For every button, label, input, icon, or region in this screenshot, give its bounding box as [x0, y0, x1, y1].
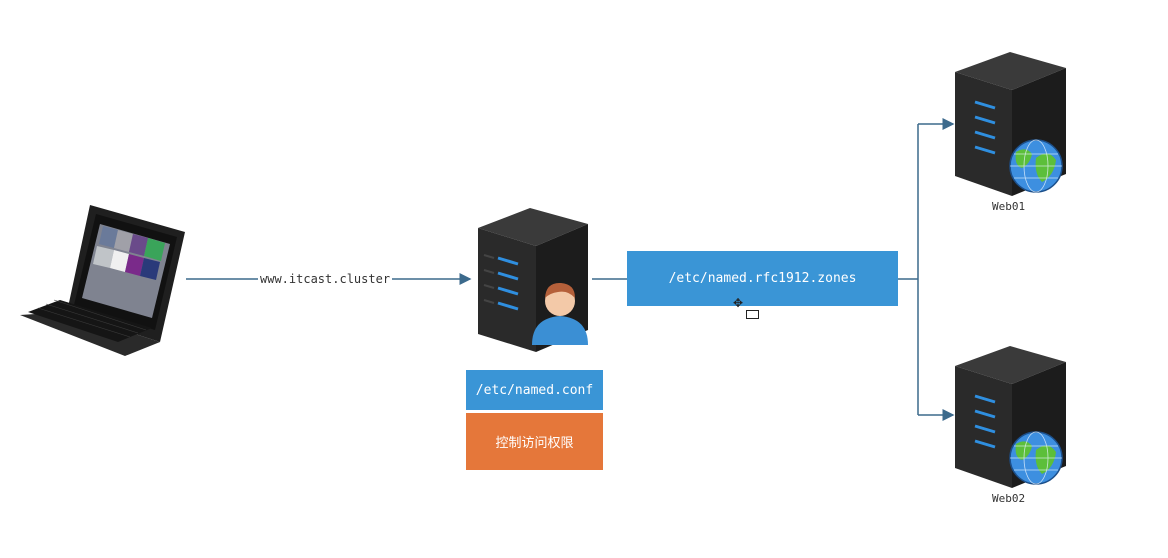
access-control-label: 控制访问权限: [495, 436, 574, 451]
laptop-icon: [20, 205, 185, 356]
globe-icon: [1009, 139, 1063, 193]
web02-server-icon: [955, 346, 1066, 488]
client-domain-label: www.itcast.cluster: [258, 272, 393, 286]
web01-server-icon: [955, 52, 1066, 196]
named-conf-label: /etc/named.conf: [475, 382, 594, 398]
access-control-box: 控制访问权限: [466, 413, 603, 470]
web01-label: Web01: [992, 200, 1026, 213]
cursor-drag-box: [746, 310, 759, 319]
globe-icon: [1009, 431, 1063, 485]
admin-user-icon: [532, 282, 588, 345]
dns-server-icon: [478, 208, 588, 352]
zones-file-box: /etc/named.rfc1912.zones: [627, 251, 898, 306]
move-cursor-icon: ✥: [733, 296, 744, 310]
web02-label: Web02: [992, 492, 1026, 505]
zones-file-label: /etc/named.rfc1912.zones: [668, 271, 857, 286]
named-conf-box: /etc/named.conf: [466, 370, 603, 410]
